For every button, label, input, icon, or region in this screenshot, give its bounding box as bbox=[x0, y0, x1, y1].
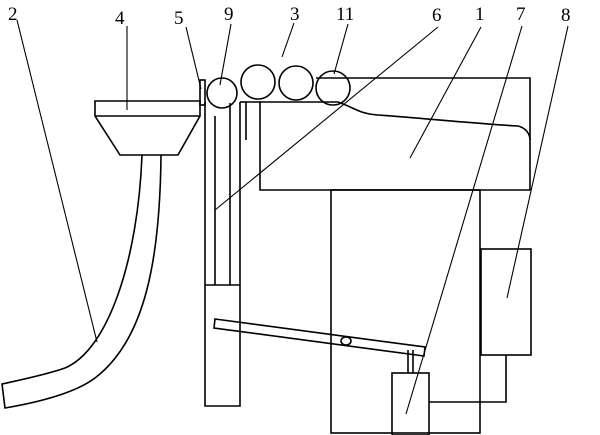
control-box bbox=[480, 248, 532, 356]
label-7: 7 bbox=[516, 4, 526, 25]
main-body bbox=[259, 77, 531, 191]
roller-3-right bbox=[278, 65, 314, 101]
hopper bbox=[94, 100, 201, 156]
signal-wire bbox=[429, 355, 507, 403]
label-4: 4 bbox=[115, 8, 125, 29]
leader-1 bbox=[409, 26, 482, 159]
leader-6 bbox=[214, 26, 439, 211]
baffle-plate bbox=[199, 79, 206, 106]
label-11: 11 bbox=[336, 4, 354, 25]
label-2: 2 bbox=[8, 4, 18, 25]
chute bbox=[1, 154, 162, 409]
label-8: 8 bbox=[561, 5, 571, 26]
inclined-lever bbox=[213, 318, 426, 357]
label-3: 3 bbox=[290, 4, 300, 25]
label-5: 5 bbox=[174, 8, 184, 29]
roller-9 bbox=[206, 77, 238, 109]
vertical-column bbox=[204, 102, 241, 407]
label-6: 6 bbox=[432, 5, 442, 26]
leader-3 bbox=[281, 22, 295, 58]
base-cabinet bbox=[330, 189, 481, 434]
lever-pivot bbox=[340, 336, 352, 346]
leader-5 bbox=[185, 26, 202, 90]
roller-11 bbox=[315, 70, 351, 106]
sensor-box bbox=[391, 372, 430, 435]
leader-2 bbox=[16, 19, 98, 343]
leader-7 bbox=[405, 25, 523, 415]
label-9: 9 bbox=[224, 4, 234, 25]
leader-11 bbox=[333, 23, 349, 75]
roller-3-left bbox=[240, 64, 276, 100]
leader-8 bbox=[506, 25, 569, 299]
leader-9 bbox=[219, 23, 232, 86]
conveyor-surface bbox=[248, 101, 531, 141]
label-1: 1 bbox=[475, 4, 485, 25]
